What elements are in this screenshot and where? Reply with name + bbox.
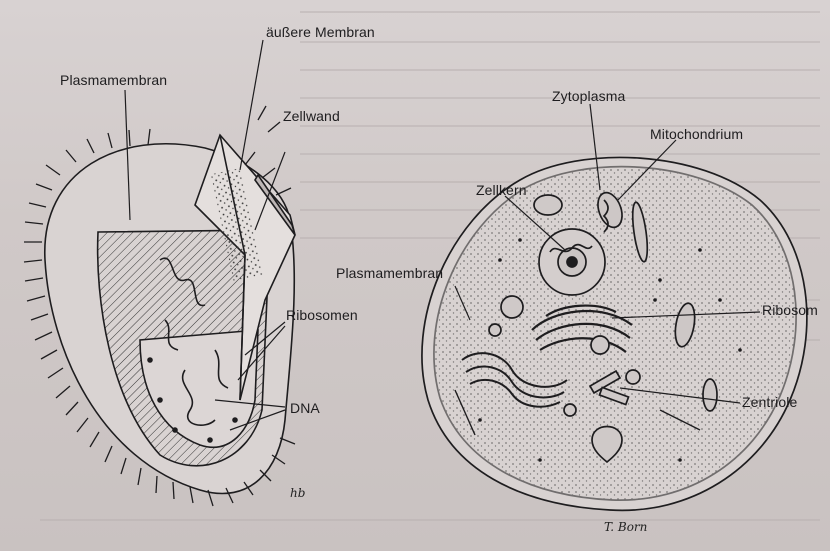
label-aeussere-membran: äußere Membran	[266, 24, 375, 40]
label-mitochondrium: Mitochondrium	[650, 126, 743, 142]
label-zellkern: Zellkern	[476, 182, 527, 198]
illustrator-signature-left: hb	[290, 486, 305, 500]
bacterium-drawing	[24, 40, 295, 506]
animal-cell-drawing	[422, 104, 807, 510]
label-zellwand: Zellwand	[283, 108, 340, 124]
label-dna: DNA	[290, 400, 320, 416]
label-ribosomen-bacterium: Ribosomen	[286, 307, 358, 323]
illustrator-signature-right: T. Born	[604, 520, 647, 534]
label-ribosom: Ribosom	[762, 302, 818, 318]
label-plasmamembran-bacterium: Plasmamembran	[60, 72, 167, 88]
label-zentriole: Zentriole	[742, 394, 797, 410]
label-zytoplasma: Zytoplasma	[552, 88, 625, 104]
label-plasmamembran-animal-cell: Plasmamembran	[336, 265, 443, 281]
